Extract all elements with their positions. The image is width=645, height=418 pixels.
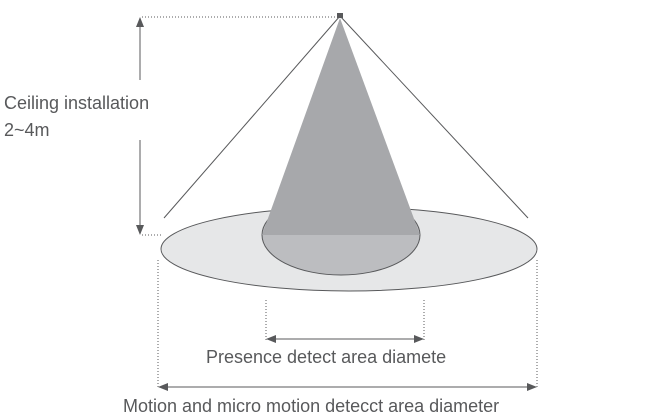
motion-diameter-label: Motion and micro motion detecct area dia… (123, 396, 500, 416)
height-value: 2~4m (4, 120, 50, 140)
sensor-icon (337, 13, 343, 18)
motion-cone-right-edge (339, 15, 529, 219)
presence-diameter-label: Presence detect area diamete (206, 347, 447, 367)
motion-cone-left-edge (163, 15, 341, 219)
presence-detect-cone (262, 18, 420, 235)
height-label: Ceiling installation (4, 93, 150, 113)
